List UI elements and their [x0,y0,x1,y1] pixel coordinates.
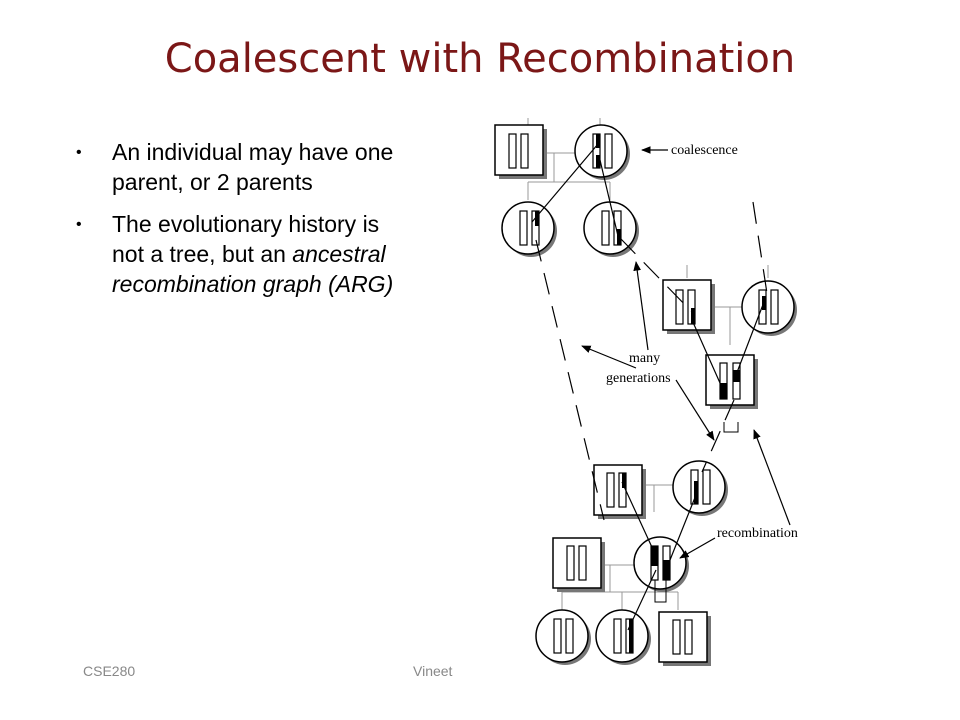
individual-square-bottom-a [593,464,646,519]
individual-square-mid-recombinant [705,354,758,409]
pedigree-lines [527,118,769,610]
bullet-text-1: An individual may have one parent, or 2 … [112,139,394,195]
bullet-dot-icon: • [76,144,82,161]
individual-square-top-left [494,124,547,179]
generations-label: generations [606,371,671,386]
footer-course: CSE280 [83,663,136,679]
individual-circle-mid-right [741,280,797,336]
bracket-marker [723,422,739,433]
slide-title: Coalescent with Recombination [164,36,796,82]
lineage-lines [531,143,769,631]
bullet-item-2: • The evolutionary history is not a tree… [72,210,412,300]
arg-diagram: coalescence many generations recombinati… [494,118,798,666]
bullet-text-2a: The evolutionary history is not a tree, … [112,210,380,267]
individual-circle-bottom-b [672,460,728,516]
individual-circle-top-right [574,124,630,180]
recombination-label: recombination [717,526,798,541]
coalescence-label: coalescence [671,143,738,158]
individual-square-bottom-left [552,537,605,592]
individual-circle-bottom-row-1 [535,609,591,665]
individual-square-bottom-row-3 [658,611,711,666]
bullet-list: • An individual may have one parent, or … [72,138,412,311]
bullet-item-1: • An individual may have one parent, or … [72,138,412,198]
individual-square-mid-left [662,279,715,334]
bullet-text-2b: ancestral recombination graph (ARG) [112,240,394,297]
annotation-arrows [581,146,791,559]
bullet-dot-icon: • [76,215,82,233]
individual-circle-bottom-row-2 [595,609,651,665]
many-label: many [629,351,660,366]
individual-circle-row2-left [501,201,557,257]
footer-author: Vineet [413,663,453,679]
